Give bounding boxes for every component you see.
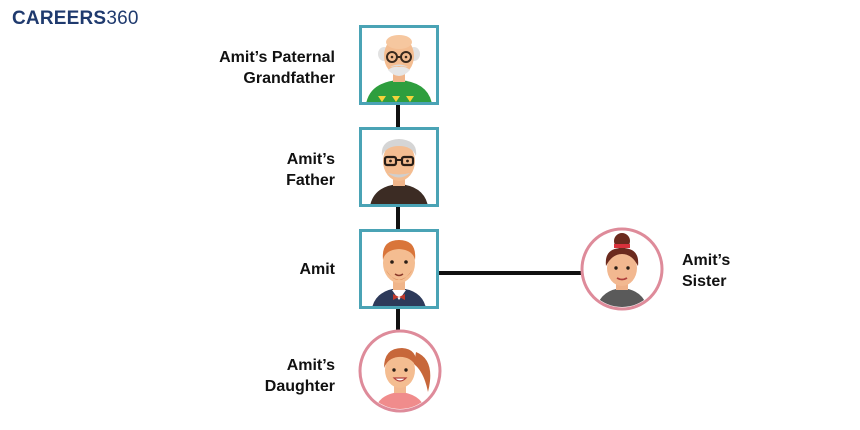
label-father-line1: Amit’s — [286, 151, 335, 168]
label-father: Amit’s Father — [200, 149, 335, 191]
label-amit-line1: Amit — [299, 261, 335, 278]
label-grandfather: Amit’s Paternal Grandfather — [170, 47, 335, 89]
label-sister-line1: Amit’s — [682, 252, 731, 269]
elderly-man-avatar — [362, 28, 436, 102]
girl-ponytail-avatar — [362, 333, 438, 409]
young-man-beard-avatar — [362, 232, 436, 306]
label-father-line2: Father — [286, 172, 335, 189]
node-sister — [580, 227, 664, 311]
label-grandfather-line2: Grandfather — [243, 70, 335, 87]
node-father — [359, 127, 439, 207]
woman-bun-avatar — [584, 231, 660, 307]
logo-text-careers: CAREERS — [12, 8, 107, 29]
label-daughter-line1: Amit’s — [286, 357, 335, 374]
label-sister: Amit’s Sister — [682, 250, 802, 292]
node-daughter — [358, 329, 442, 413]
older-man-glasses-avatar — [362, 130, 436, 204]
connector-lines — [396, 105, 581, 331]
label-daughter-line2: Daughter — [264, 378, 335, 395]
label-daughter: Amit’s Daughter — [200, 355, 335, 397]
label-amit: Amit — [200, 259, 335, 280]
logo-text-360: 360 — [106, 8, 139, 29]
node-amit — [359, 229, 439, 309]
label-grandfather-line1: Amit’s Paternal — [219, 49, 335, 66]
node-grandfather — [359, 25, 439, 105]
careers360-logo: CAREERS360 — [12, 8, 139, 30]
label-sister-line2: Sister — [682, 273, 727, 290]
